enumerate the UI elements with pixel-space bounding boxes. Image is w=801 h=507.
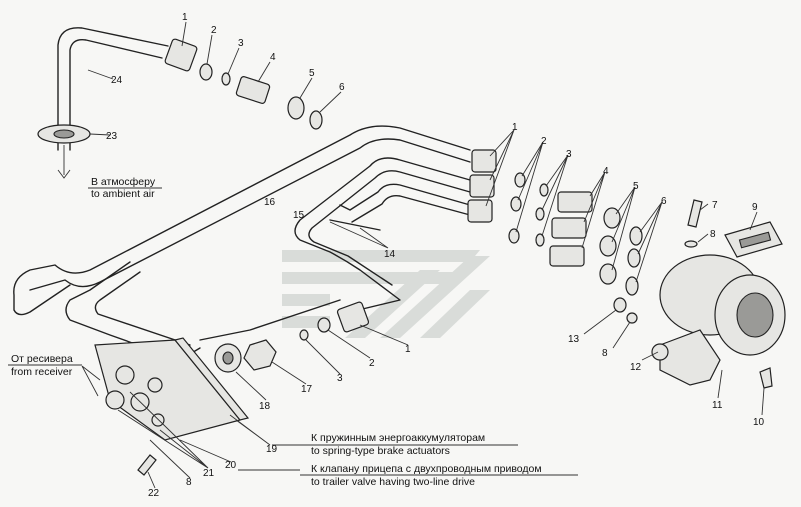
bolt-group (684, 199, 783, 258)
label-8: 8 (710, 229, 716, 240)
washer-5 (287, 96, 305, 120)
caption-atmosphere-ru: В атмосферу (91, 176, 156, 188)
label-21: 21 (203, 468, 215, 479)
nut-1 (164, 38, 198, 72)
caption-trailer-ru: К клапану прицепа с двухпроводным привод… (311, 463, 542, 475)
label-14: 14 (384, 249, 396, 260)
label-22: 22 (148, 488, 160, 499)
label-13: 13 (568, 334, 580, 345)
pipe-bundle (13, 125, 471, 361)
label-11: 11 (712, 400, 723, 411)
label-4: 4 (270, 52, 276, 63)
caption-trailer-en: to trailer valve having two-line drive (311, 476, 475, 488)
label-17: 17 (301, 384, 313, 395)
captions: В атмосферу to ambient air От ресивера f… (8, 176, 578, 488)
label-1: 1 (182, 12, 188, 23)
watermark-logo (282, 250, 490, 338)
caption-receiver-ru: От ресивера (11, 353, 73, 365)
label-1-right: 1 (512, 122, 518, 133)
caption-atmosphere-en: to ambient air (91, 188, 155, 200)
ring-3 (221, 72, 231, 86)
label-6-right: 6 (661, 196, 667, 207)
label-20: 20 (225, 460, 237, 471)
label-16: 16 (264, 197, 276, 208)
label-2-lower: 2 (369, 358, 375, 369)
label-2-right: 2 (541, 136, 547, 147)
leader-lines (81, 21, 765, 489)
adapter-4c (549, 245, 585, 267)
nut-1c (467, 199, 493, 223)
caption-spring-en: to spring-type brake actuators (311, 445, 450, 457)
label-3-right: 3 (566, 149, 572, 160)
label-3: 3 (238, 38, 244, 49)
label-2: 2 (211, 25, 217, 36)
label-7: 7 (712, 200, 718, 211)
pipe-24 (37, 27, 169, 179)
top-fittings (164, 38, 323, 130)
caption-receiver-en: from receiver (11, 366, 73, 378)
bolt-22 (137, 454, 157, 476)
label-18: 18 (259, 401, 271, 412)
lower-fittings (214, 301, 370, 373)
bracket-assembly (94, 337, 250, 476)
label-19: 19 (266, 444, 278, 455)
label-3-lower: 3 (337, 373, 343, 384)
label-23: 23 (106, 131, 118, 142)
label-6: 6 (339, 82, 345, 93)
seal-6 (309, 110, 323, 130)
adapter-4 (235, 76, 271, 104)
caption-spring-ru: К пружинным энергоаккумуляторам (311, 432, 485, 444)
label-15: 15 (293, 210, 305, 221)
part-labels: 1 2 3 4 5 6 24 23 1 2 3 4 5 6 7 8 9 16 1… (106, 12, 765, 499)
adapter-4a (557, 191, 593, 213)
label-5: 5 (309, 68, 315, 79)
label-5-right: 5 (633, 181, 639, 192)
nut-17 (243, 339, 277, 371)
label-8-bracket: 8 (186, 477, 192, 488)
label-10: 10 (753, 417, 765, 428)
ring-2 (199, 63, 213, 81)
label-12: 12 (630, 362, 642, 373)
label-9: 9 (752, 202, 758, 213)
valve-11 (613, 254, 786, 389)
label-8-lower: 8 (602, 348, 608, 359)
label-1-lower: 1 (405, 344, 411, 355)
nut-1b (469, 174, 495, 198)
label-24: 24 (111, 75, 123, 86)
adapter-4b (551, 217, 587, 239)
label-4-right: 4 (603, 166, 609, 177)
